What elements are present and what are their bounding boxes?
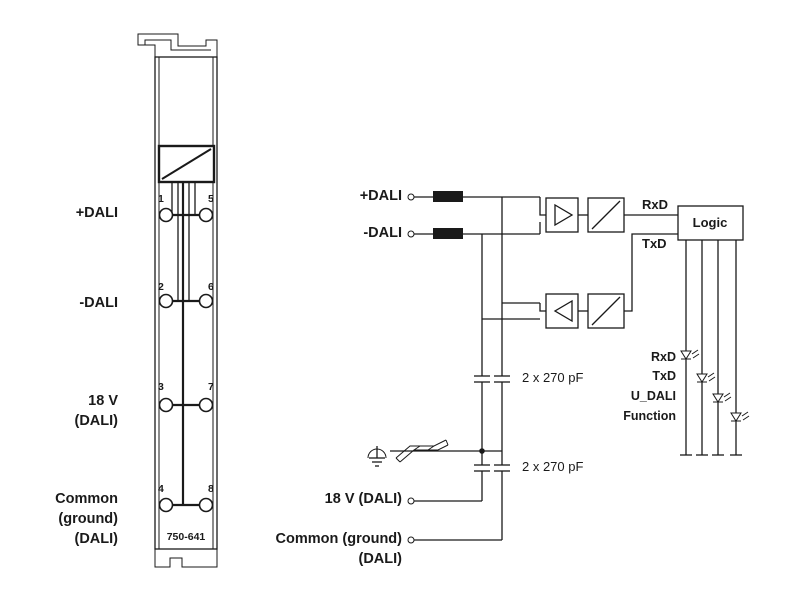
- schematic: +DALI -DALI 18 V (DALI) Common (ground) …: [276, 188, 750, 567]
- led-label-u-dali: U_DALI: [631, 389, 676, 403]
- schematic-label-dali-plus: +DALI: [360, 188, 402, 204]
- capacitor-label-lower: 2 x 270 pF: [522, 459, 583, 474]
- isolator-icon: [587, 293, 625, 329]
- module-label-common-dali: (DALI): [75, 531, 119, 547]
- module-front-view: 1 5 2 6 3 7 4 8 750-641 +DALI -DALI 18 V…: [55, 33, 218, 568]
- capacitor-label-upper: 2 x 270 pF: [522, 370, 583, 385]
- din-rail-icon: [395, 439, 449, 463]
- terminal-number-7: 7: [208, 381, 214, 393]
- schematic-label-common: Common (ground): [276, 531, 403, 547]
- led-label-function: Function: [623, 409, 676, 423]
- module-label-dali-minus: -DALI: [79, 295, 118, 311]
- module-label-common-ground: (ground): [58, 511, 118, 527]
- module-label-18v-dali: (DALI): [75, 413, 119, 429]
- terminal-number-4: 4: [158, 483, 164, 495]
- terminal-number-8: 8: [208, 483, 214, 495]
- logic-block: [677, 205, 744, 241]
- terminal-6: [198, 293, 214, 309]
- amplifier-icon: [545, 197, 579, 233]
- part-number: 750-641: [167, 531, 206, 543]
- module-label-common: Common: [55, 491, 118, 507]
- schematic-label-dali-minus: -DALI: [363, 225, 402, 241]
- led-icon: [712, 392, 732, 403]
- module-label-18v: 18 V: [88, 393, 118, 409]
- terminal-5: [198, 207, 214, 223]
- terminal-4: [158, 497, 174, 513]
- isolator-icon: [157, 144, 216, 184]
- terminal-number-1: 1: [158, 193, 164, 205]
- signal-label-rxd: RxD: [642, 197, 668, 212]
- led-icon: [696, 372, 716, 383]
- terminal-number-6: 6: [208, 281, 214, 293]
- signal-label-txd: TxD: [642, 236, 667, 251]
- terminal-number-3: 3: [158, 381, 164, 393]
- terminal-2: [158, 293, 174, 309]
- capacitor-upper: [474, 375, 510, 383]
- terminal-3: [158, 397, 174, 413]
- led-icon: [730, 411, 750, 422]
- inductor-icon: [433, 191, 463, 202]
- led-label-txd: TxD: [652, 369, 676, 383]
- module-bottom-latch: [154, 549, 218, 568]
- module-top-latch: [137, 33, 218, 57]
- capacitor-lower: [474, 464, 510, 472]
- inductor-icon: [433, 228, 463, 239]
- logic-label: Logic: [693, 215, 728, 230]
- terminal-7: [198, 397, 214, 413]
- terminal-number-2: 2: [158, 281, 164, 293]
- terminal-8: [198, 497, 214, 513]
- led-icon: [680, 349, 700, 360]
- terminal-1: [158, 207, 174, 223]
- led-label-rxd: RxD: [651, 350, 676, 364]
- ground-symbol-icon: [367, 446, 387, 467]
- schematic-label-18v: 18 V (DALI): [325, 491, 403, 507]
- amplifier-icon: [545, 293, 579, 329]
- isolator-icon: [587, 197, 625, 233]
- terminal-number-5: 5: [208, 193, 214, 205]
- schematic-label-common-dali: (DALI): [359, 551, 403, 567]
- module-label-dali-plus: +DALI: [76, 205, 118, 221]
